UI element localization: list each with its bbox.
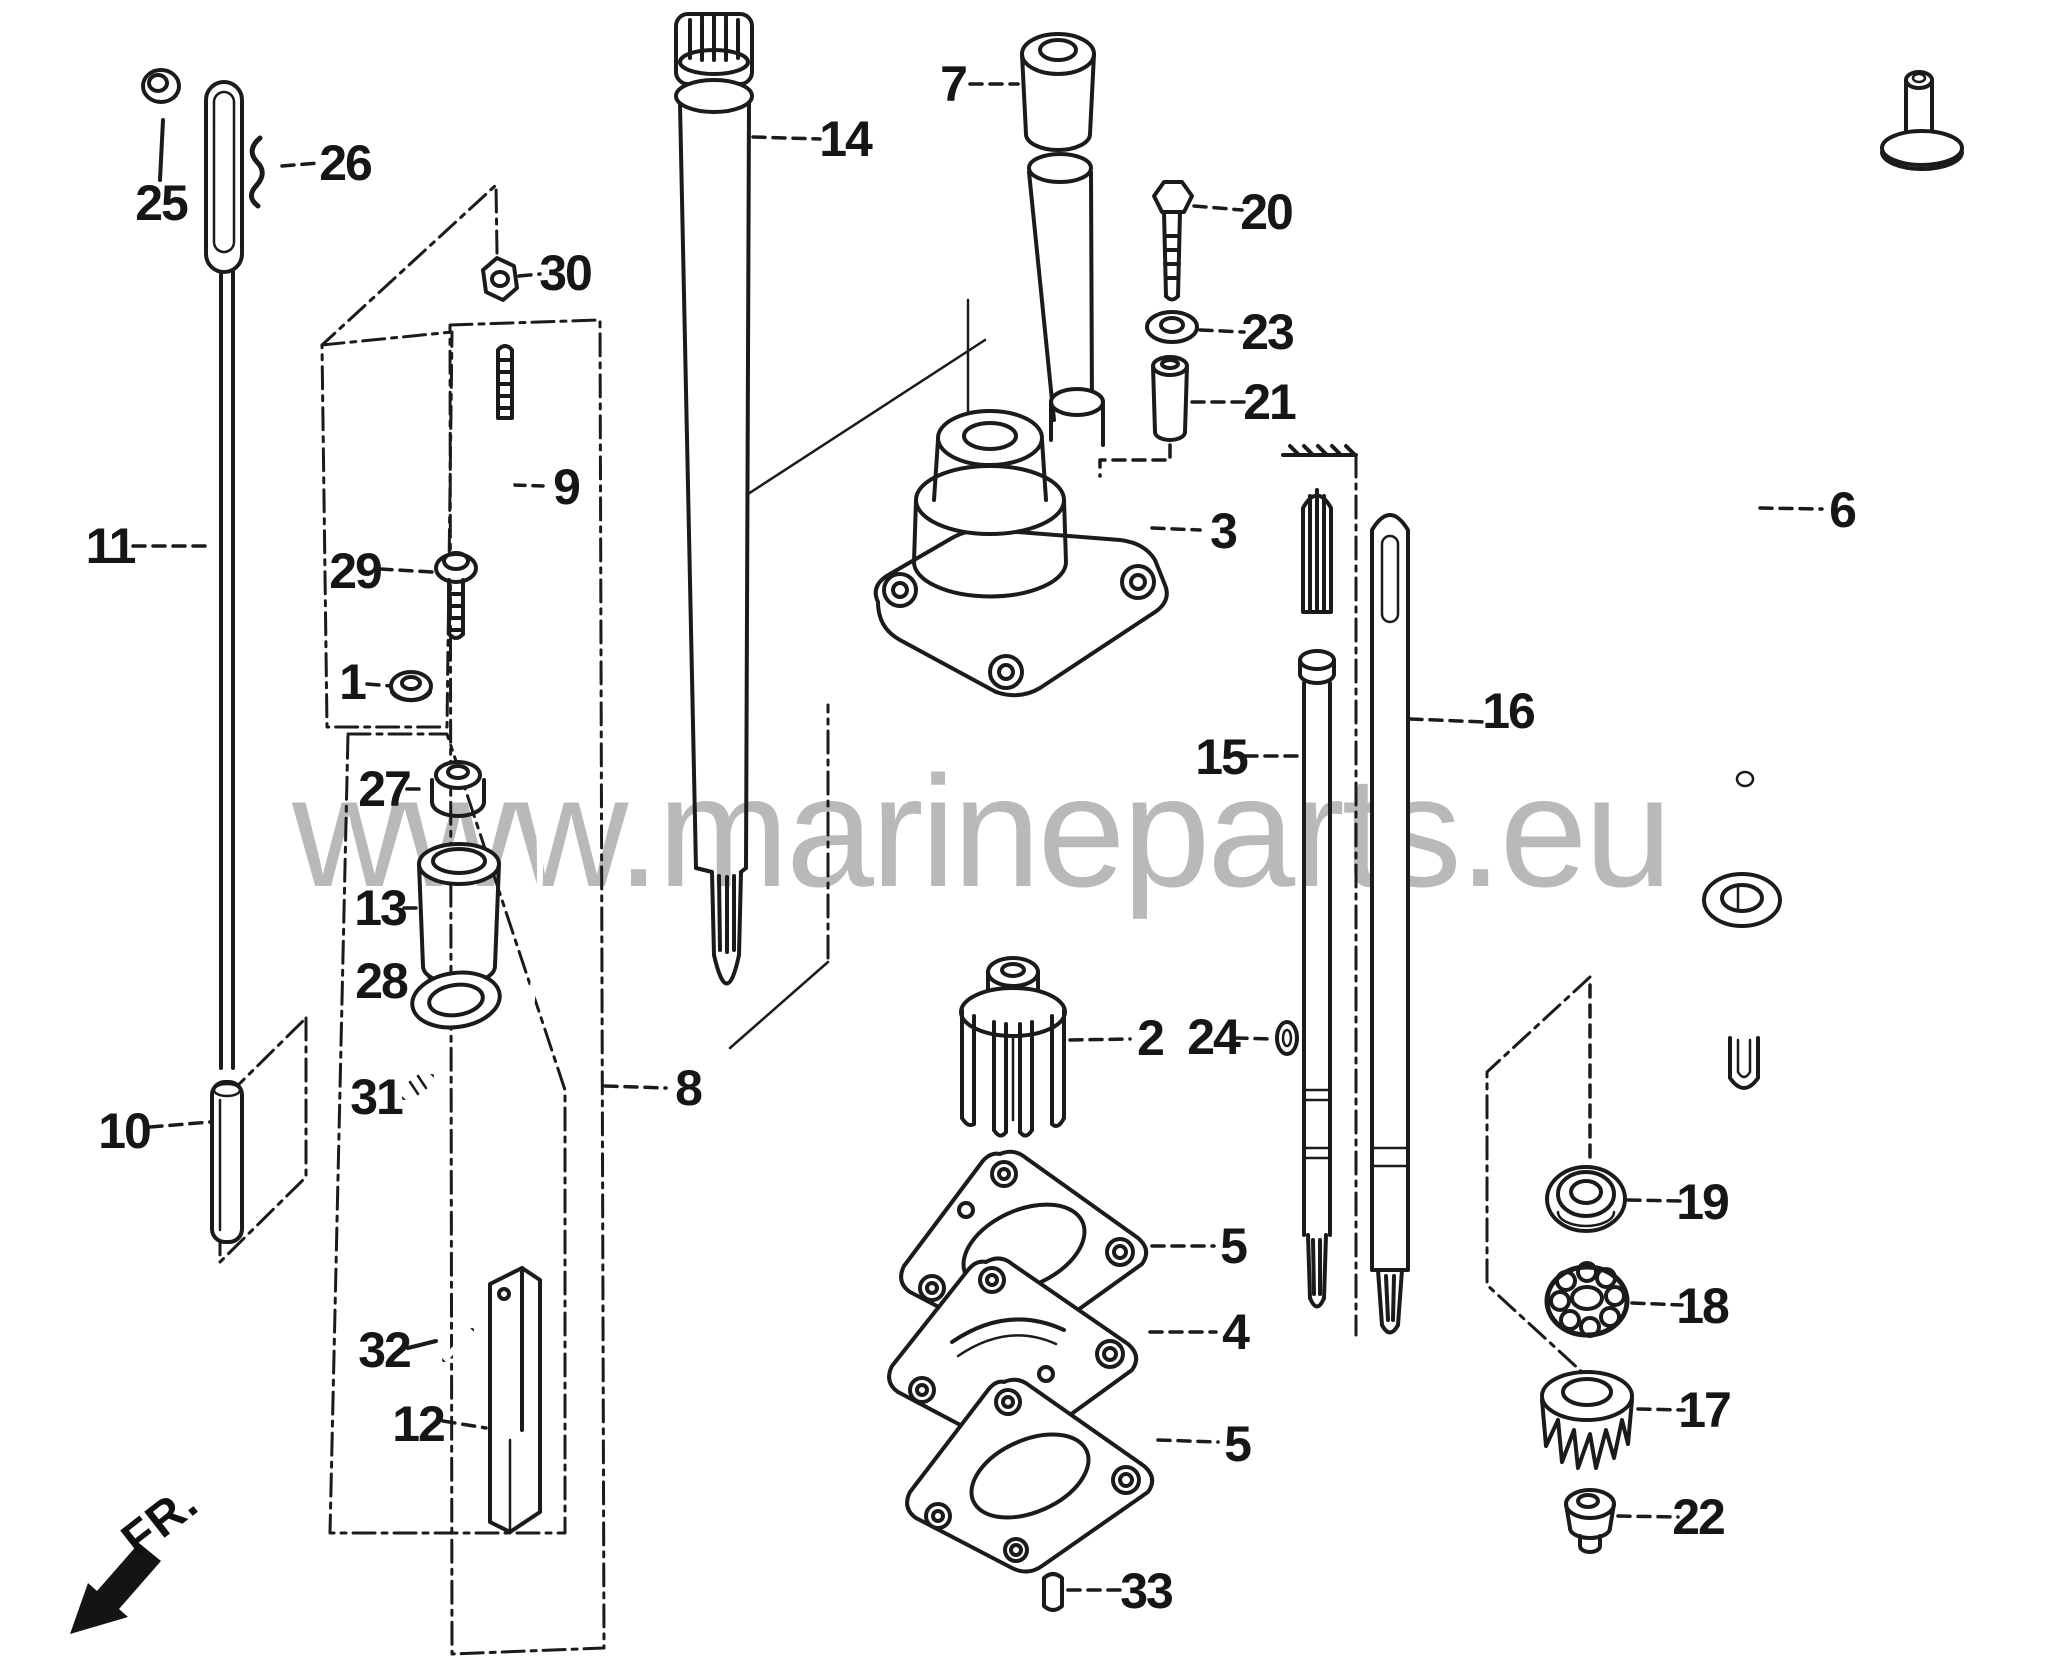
group-boxes: [218, 183, 1596, 1656]
shift-rod-6: [1702, 70, 1964, 1090]
gasket-5-lower: [905, 1377, 1155, 1574]
watermark-text: www.marineparts.eu: [292, 744, 1672, 920]
bolt-20: [1152, 180, 1194, 302]
nut-1: [389, 670, 433, 703]
o-ring-24: [1275, 1020, 1299, 1056]
pin-32: [442, 1328, 474, 1362]
callout-29: 29: [329, 543, 383, 599]
washer-19: [1545, 1165, 1627, 1233]
callout-1: 1: [339, 654, 367, 710]
callout-10: 10: [98, 1103, 152, 1159]
callout-26: 26: [319, 135, 373, 191]
nut-30: [481, 256, 519, 302]
leader-lines: [131, 82, 1824, 1592]
shift-rod-9: [496, 344, 544, 1265]
dowel-pin-33: [1042, 1572, 1064, 1612]
shift-rod-11: [204, 80, 244, 1070]
callout-28: 28: [355, 953, 409, 1009]
callout-11: 11: [85, 518, 137, 574]
callout-15: 15: [1195, 729, 1249, 785]
impeller-2: [959, 956, 1067, 1138]
bearing-18: [1544, 1261, 1630, 1338]
callout-6: 6: [1829, 482, 1857, 538]
callout-7: 7: [940, 56, 968, 112]
bolt-25: [141, 68, 208, 128]
spring-pin-31: [402, 1074, 434, 1100]
callout-14: 14: [819, 111, 873, 167]
grommet-27: [430, 760, 486, 818]
callout-3: 3: [1210, 503, 1238, 559]
callout-21: 21: [1243, 374, 1297, 430]
clip-26: [249, 135, 265, 209]
callout-17: 17: [1678, 1382, 1732, 1438]
washer-23: [1145, 310, 1199, 344]
callout-12: 12: [392, 1396, 446, 1452]
bushing-7: [1020, 32, 1096, 152]
water-pipe: [1027, 152, 1094, 422]
nut-22: [1564, 1488, 1616, 1554]
callout-31: 31: [350, 1069, 404, 1125]
callout-19: 19: [1676, 1174, 1730, 1230]
bushing-13: [417, 842, 501, 993]
vertical-shaft-tube-14: [674, 12, 754, 986]
callout-2: 2: [1137, 1010, 1165, 1066]
pump-housing-3: [873, 298, 1169, 698]
callout-24: 24: [1187, 1009, 1241, 1065]
pinion-gear-17: [1540, 1370, 1634, 1470]
dowel-pin-21: [1151, 355, 1189, 442]
vertical-shaft-16: [1370, 513, 1410, 1335]
callout-5-26: 5: [1220, 1218, 1248, 1274]
callout-20: 20: [1240, 184, 1294, 240]
o-ring-28: [410, 970, 502, 1030]
fr-arrow-icon: [70, 1543, 161, 1634]
callout-27: 27: [358, 761, 412, 817]
rod-holder-12: [488, 1266, 542, 1534]
callout-5-28: 5: [1224, 1416, 1252, 1472]
bolt-29: [434, 551, 478, 640]
callout-13: 13: [354, 880, 408, 936]
callout-32: 32: [358, 1322, 412, 1378]
callout-30: 30: [539, 245, 593, 301]
callout-18: 18: [1676, 1278, 1730, 1334]
tube-10: [210, 1080, 244, 1244]
callout-16: 16: [1482, 683, 1536, 739]
callout-22: 22: [1672, 1489, 1726, 1545]
vertical-shaft-15: [1298, 488, 1336, 1309]
callout-8: 8: [675, 1060, 703, 1116]
callout-23: 23: [1241, 304, 1295, 360]
callout-25: 25: [135, 175, 189, 231]
callout-9: 9: [553, 459, 581, 515]
callout-33: 33: [1120, 1563, 1174, 1619]
callout-4: 4: [1222, 1304, 1250, 1360]
